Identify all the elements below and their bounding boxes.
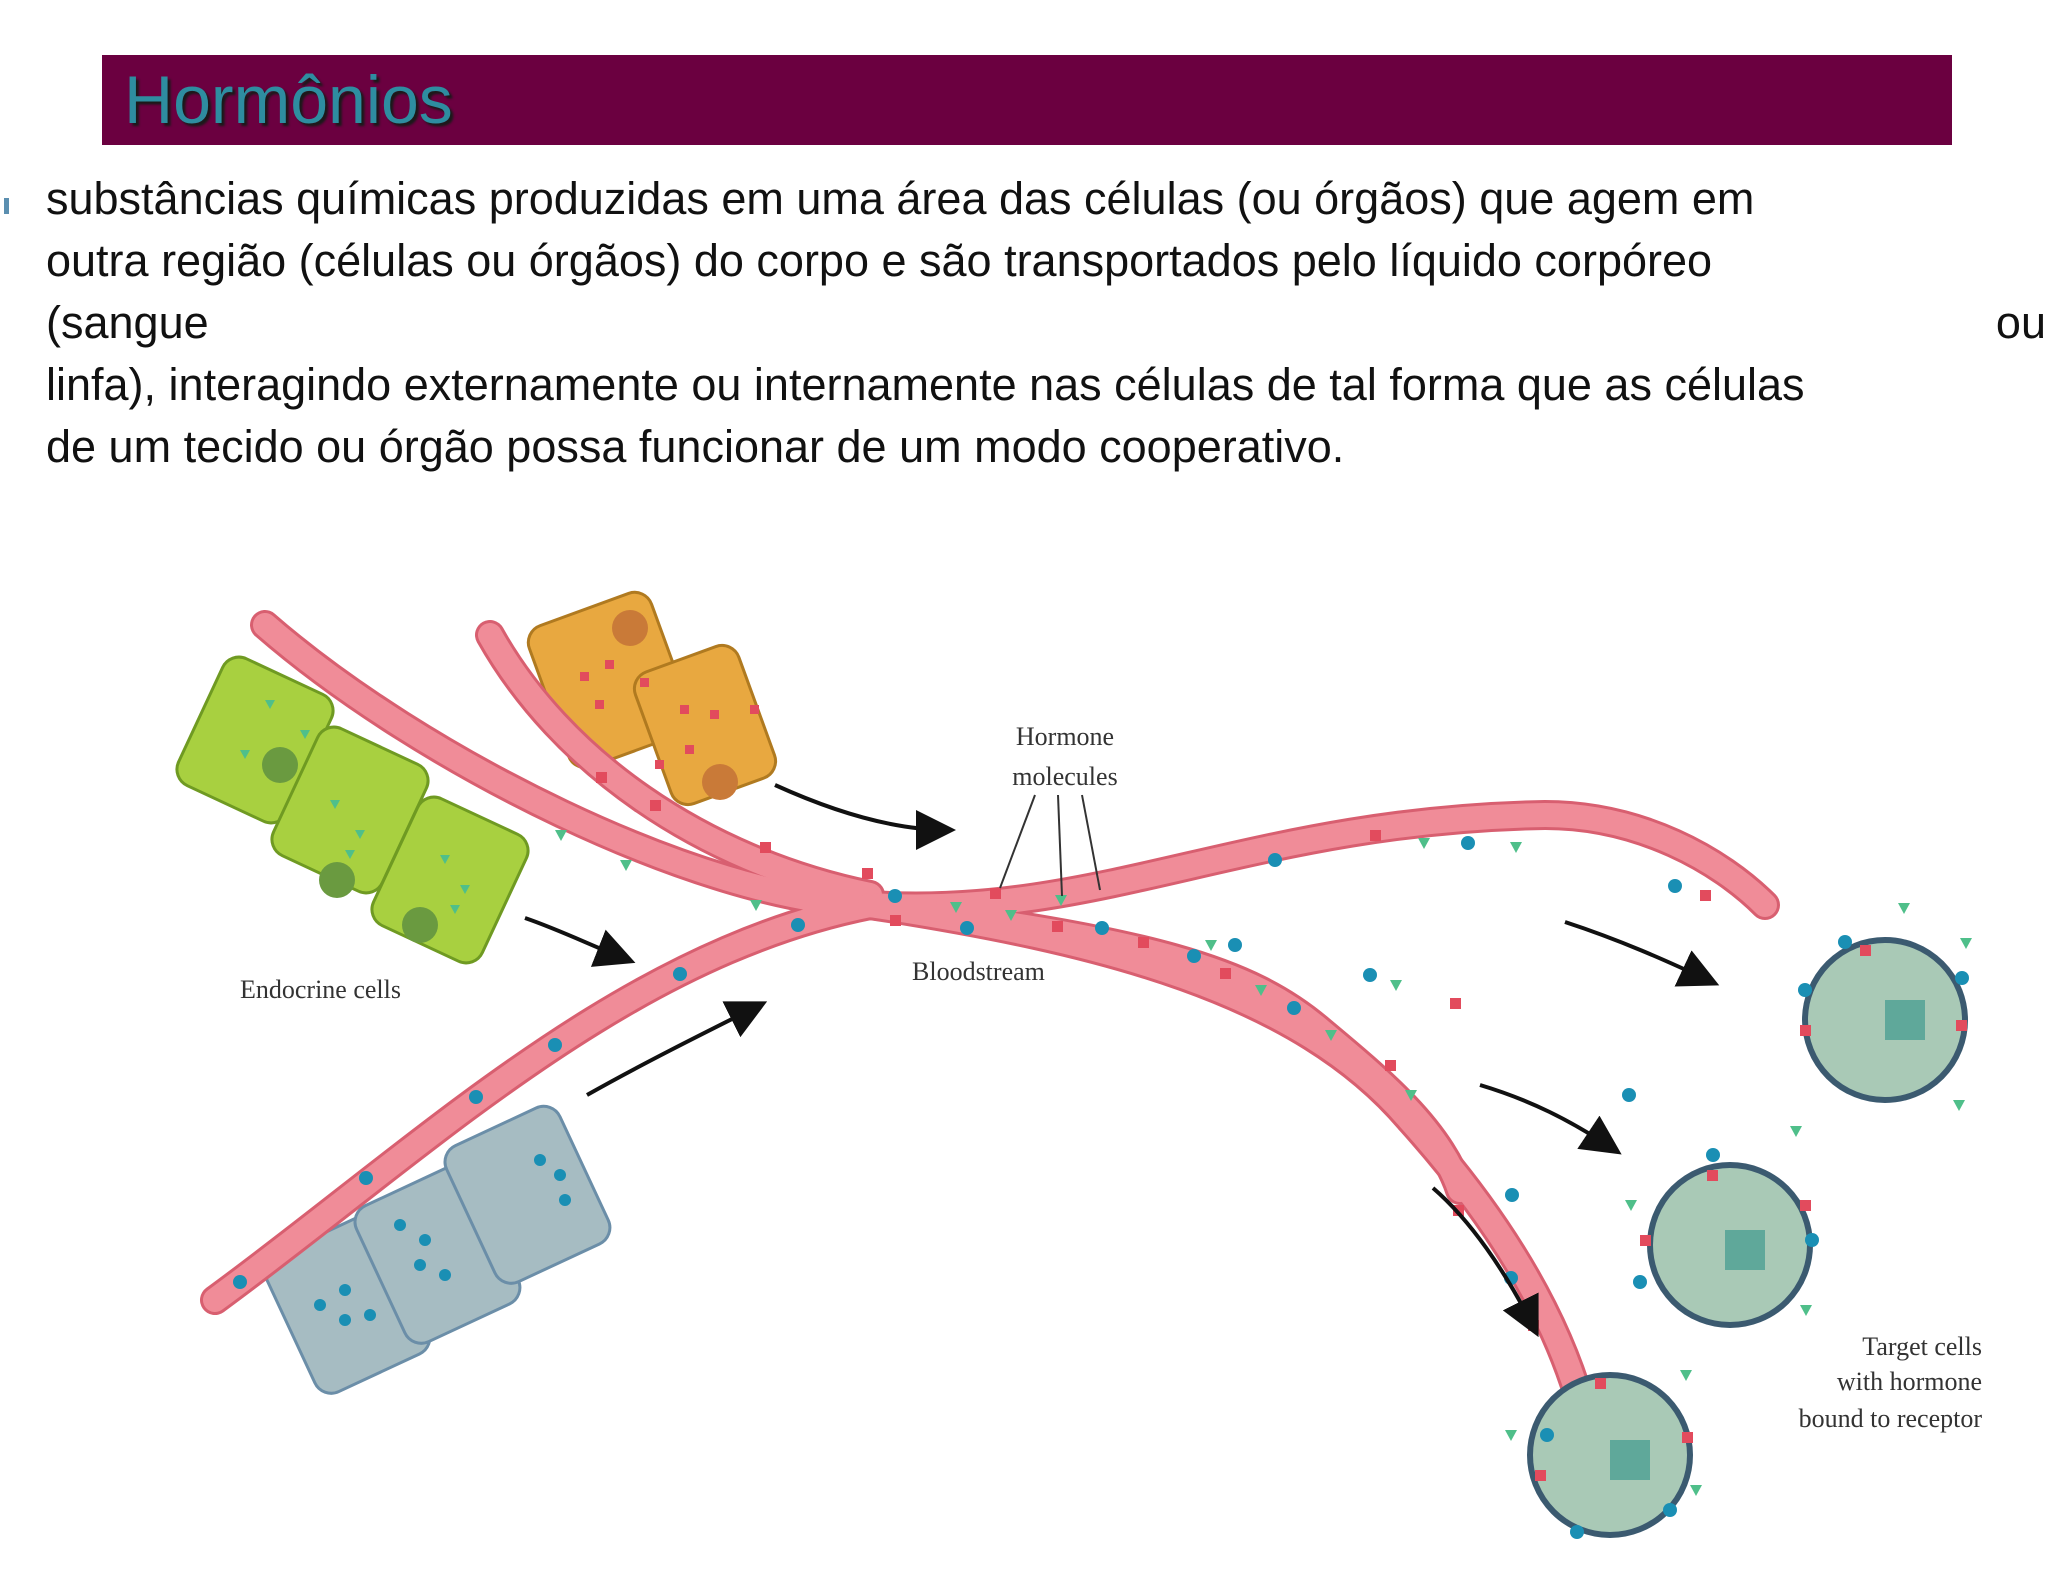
target-cells-label-line-2: with hormone xyxy=(1837,1367,1982,1396)
flow-arrows xyxy=(524,783,1720,1338)
green-endocrine-cells xyxy=(175,655,530,965)
target-cell-middle xyxy=(1647,1162,1813,1328)
endocrine-cells-label: Endocrine cells xyxy=(240,975,401,1004)
paragraph-line-2: outra região (células ou órgãos) do corp… xyxy=(46,235,1713,286)
bullet-marker xyxy=(4,198,9,214)
body-paragraph: substâncias químicas produzidas em uma á… xyxy=(46,168,2046,478)
orange-endocrine-cells xyxy=(526,590,778,807)
hormone-label-line-2: molecules xyxy=(1012,762,1117,791)
hormone-pointer-lines xyxy=(999,794,1101,897)
paragraph-line-1: substâncias químicas produzidas em uma á… xyxy=(46,173,1755,224)
hormone-label-line-1: Hormone xyxy=(1016,722,1114,751)
target-cells xyxy=(1505,903,1972,1539)
target-cell-bottom xyxy=(1527,1372,1693,1538)
bloodstream-vessels xyxy=(200,610,1780,1435)
hormone-transport-diagram: Hormone molecules Endocrine cells Bloods… xyxy=(175,590,1983,1539)
target-cell-top xyxy=(1802,937,1968,1103)
paragraph-line-3: (sangue ou xyxy=(46,297,2046,348)
paragraph-line-4: linfa), interagindo externamente ou inte… xyxy=(46,359,1805,410)
blue-endocrine-cells xyxy=(263,1104,612,1395)
target-cells-label-line-1: Target cells xyxy=(1862,1332,1982,1361)
paragraph-line-5: de um tecido ou órgão possa funcionar de… xyxy=(46,421,1345,472)
bloodstream-label: Bloodstream xyxy=(912,957,1045,986)
slide-title: Hormônios xyxy=(124,62,453,138)
target-cells-label-line-3: bound to receptor xyxy=(1799,1404,1983,1433)
title-bar: Hormônios xyxy=(102,55,1952,145)
